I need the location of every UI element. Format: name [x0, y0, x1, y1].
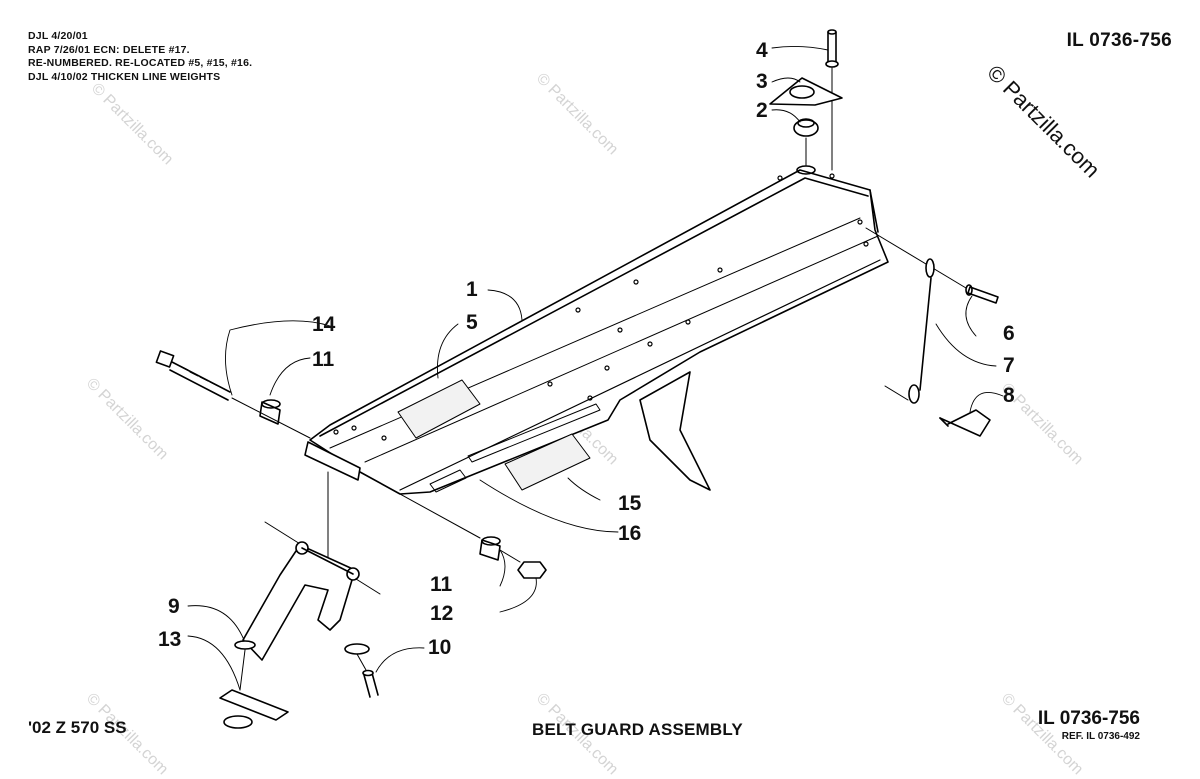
rivet-part-4	[825, 29, 839, 171]
callout-13: 13	[158, 628, 182, 651]
bracket-part-9	[242, 541, 360, 661]
callout-14: 14	[312, 313, 336, 336]
grommet-part-2	[793, 118, 819, 166]
lanyard-part-7	[884, 258, 935, 404]
callout-3: 3	[756, 70, 768, 93]
nut-part-12	[517, 561, 547, 579]
washer-10	[344, 643, 370, 655]
revision-note: RAP 7/26/01 ECN: DELETE #17.	[28, 43, 190, 56]
bolt-part-14	[155, 350, 231, 401]
revision-notes: DJL 4/20/01 RAP 7/26/01 ECN: DELETE #17.…	[28, 30, 252, 84]
spacer-part-11-lower	[479, 536, 501, 561]
callout-7: 7	[1003, 354, 1015, 377]
callout-12: 12	[430, 602, 454, 625]
illustration-number-top: IL 0736-756	[1066, 30, 1172, 51]
reference-number: REF. IL 0736-492	[1061, 731, 1140, 742]
callout-5: 5	[466, 311, 478, 334]
callout-6: 6	[1003, 322, 1015, 345]
revision-note: RE-NUMBERED. RE-LOCATED #5, #15, #16.	[28, 57, 253, 69]
spacer-part-11-upper	[259, 399, 281, 425]
revision-note: DJL 4/20/01	[28, 30, 88, 42]
callout-1: 1	[466, 278, 478, 301]
belt-guard-body	[304, 165, 889, 495]
callout-4: 4	[756, 39, 768, 62]
callout-15: 15	[618, 492, 642, 515]
rivet-part-10	[356, 653, 379, 698]
callout-2: 2	[756, 99, 768, 122]
callout-11-lower: 11	[430, 573, 453, 596]
model-label: '02 Z 570 SS	[28, 718, 127, 737]
grommet-plate-part-3	[769, 77, 843, 106]
pin-part-6	[865, 227, 999, 304]
callout-10: 10	[428, 636, 452, 659]
callout-11-upper: 11	[312, 348, 335, 371]
diagram-title: BELT GUARD ASSEMBLY	[532, 720, 743, 739]
callout-9: 9	[168, 595, 180, 618]
hitch-pin-part-8	[939, 409, 991, 437]
washer-9	[234, 640, 256, 650]
illustration-number-bottom: IL 0736-756	[1037, 708, 1140, 729]
plate-part-13	[219, 649, 289, 729]
callout-8: 8	[1003, 384, 1015, 407]
revision-note: DJL 4/10/02 THICKEN LINE WEIGHTS	[28, 70, 221, 83]
callout-16: 16	[618, 522, 642, 545]
